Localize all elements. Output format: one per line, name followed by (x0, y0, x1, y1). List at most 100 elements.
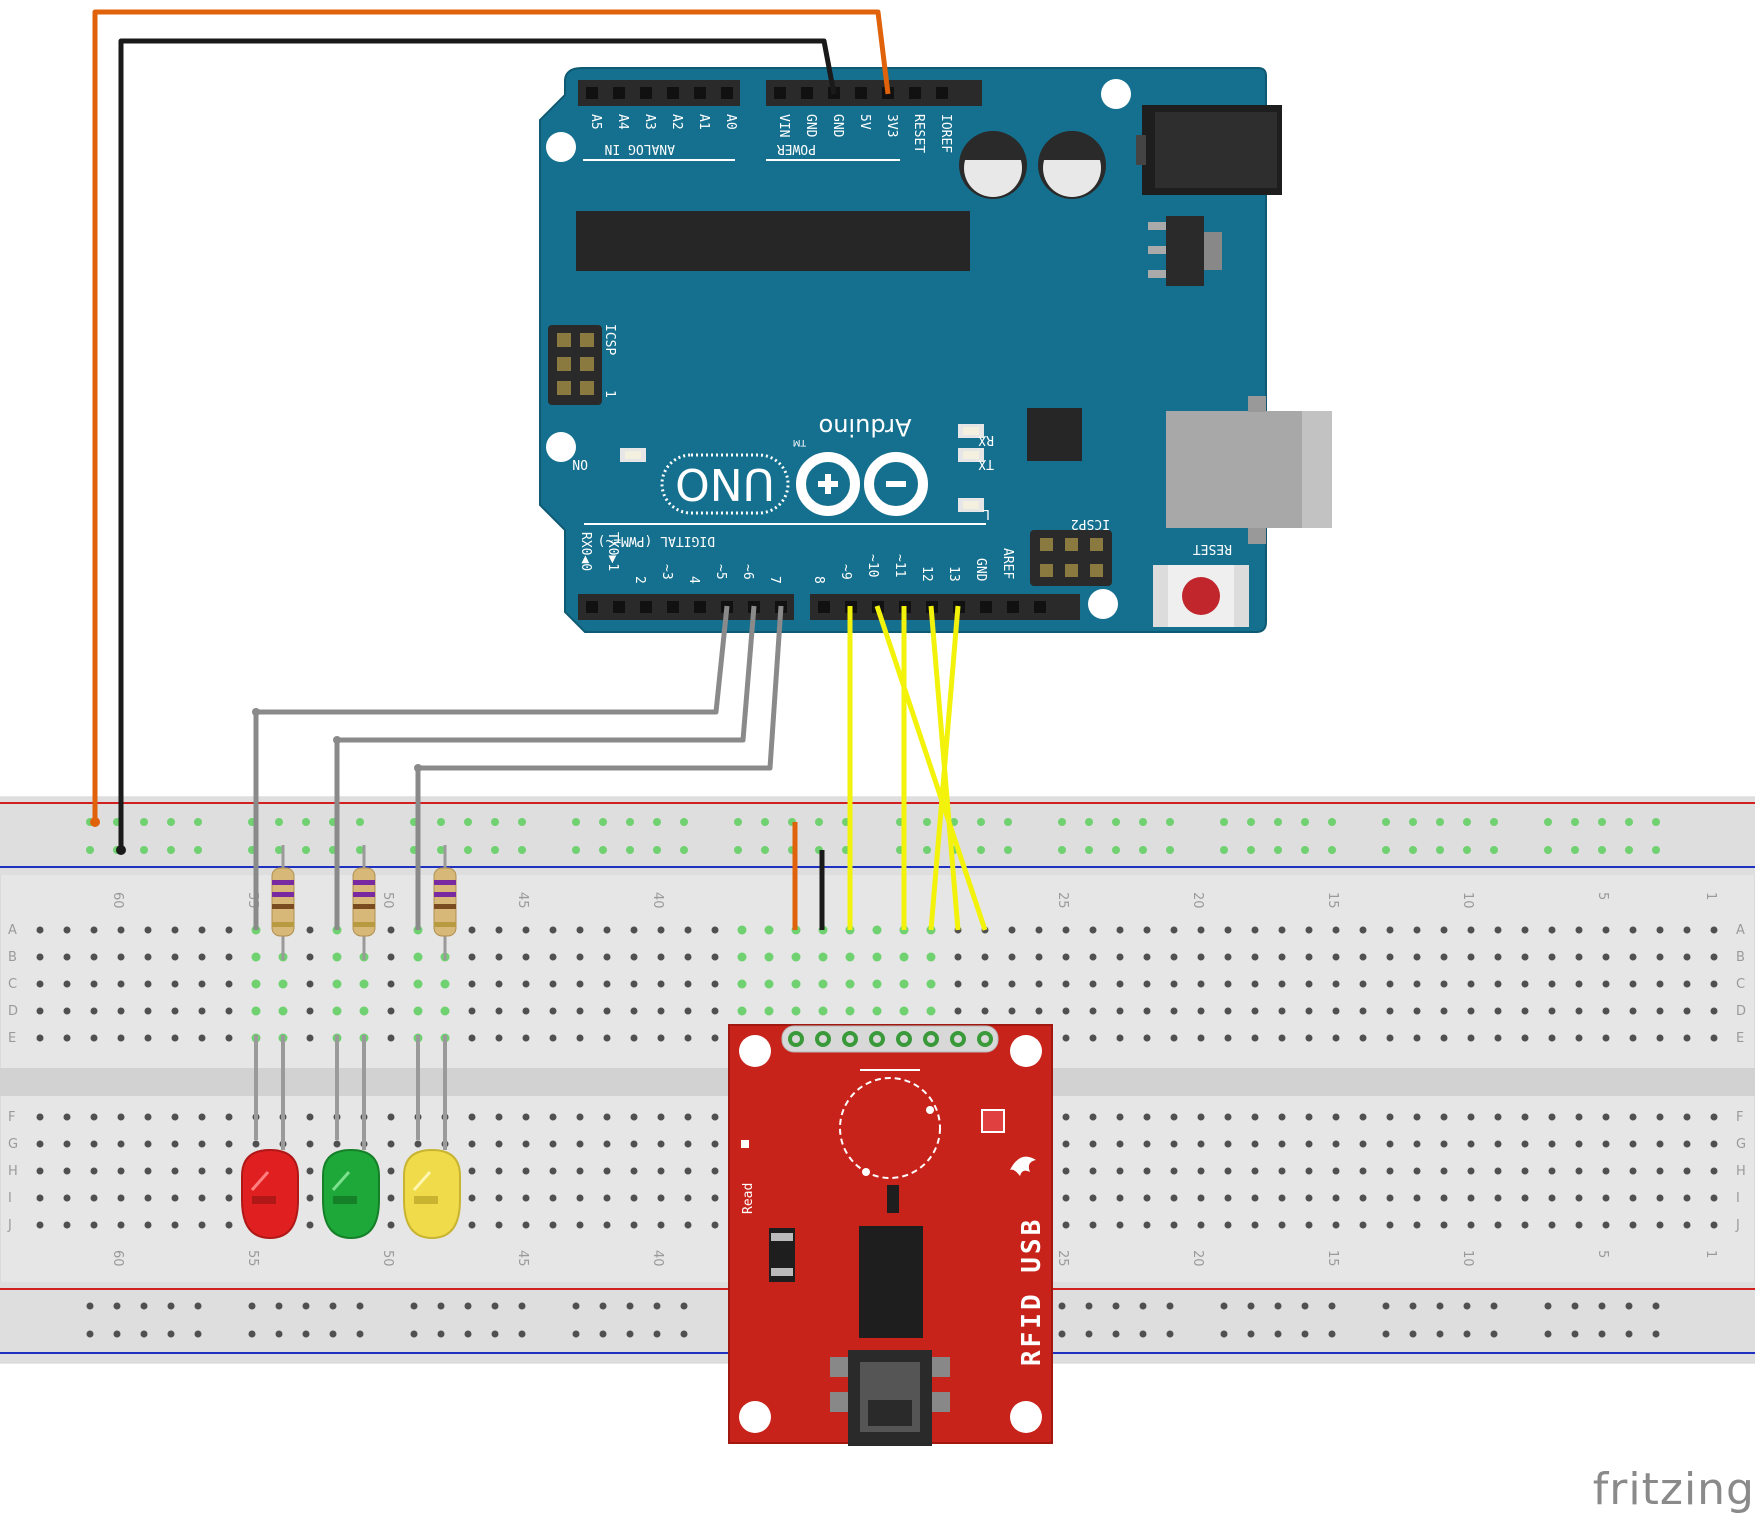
breadboard-hole (495, 1034, 503, 1042)
icsp2-header: ICSP2 (1030, 516, 1112, 586)
breadboard-hole (36, 980, 44, 988)
breadboard-hole (495, 926, 503, 934)
breadboard-hole (1710, 980, 1718, 988)
rail-hole (518, 1302, 526, 1310)
breadboard-hole (387, 926, 395, 934)
pin-label-ioref: IOREF (938, 114, 953, 153)
breadboard-hole (1089, 1034, 1097, 1042)
header-socket (667, 87, 679, 99)
rail-hole (680, 818, 688, 826)
row-label-h-right: H (1736, 1164, 1746, 1179)
rfid-usb-board[interactable]: RFID USB Read (728, 1024, 1053, 1446)
rail-hole (626, 846, 634, 854)
rail-hole (437, 1302, 445, 1310)
breadboard-hole (1548, 1194, 1556, 1202)
breadboard-hole (1332, 926, 1340, 934)
breadboard-hole (630, 1034, 638, 1042)
breadboard-hole (278, 979, 288, 989)
breadboard-hole (1089, 1113, 1097, 1121)
breadboard-hole (1413, 1140, 1421, 1148)
breadboard-hole (764, 952, 774, 962)
breadboard-hole (1710, 953, 1718, 961)
breadboard-hole (1251, 953, 1259, 961)
sparkfun-flame-icon (1010, 1156, 1036, 1176)
breadboard-hole (1629, 1221, 1637, 1229)
breadboard-hole (576, 953, 584, 961)
breadboard-hole (1629, 1167, 1637, 1175)
rail-hole (167, 1302, 175, 1310)
breadboard-hole (36, 1007, 44, 1015)
breadboard-hole (90, 980, 98, 988)
breadboard-hole (764, 979, 774, 989)
rail-hole (1409, 1302, 1417, 1310)
rail-hole (1220, 1330, 1228, 1338)
breadboard-hole (90, 1007, 98, 1015)
breadboard-hole (306, 1113, 314, 1121)
breadboard-hole (468, 1167, 476, 1175)
rail-hole (302, 846, 310, 854)
breadboard-hole (1062, 1221, 1070, 1229)
breadboard-hole (1170, 953, 1178, 961)
rfid-header-pin-hole (846, 1035, 854, 1043)
breadboard-hole (1494, 1007, 1502, 1015)
breadboard-hole (1143, 1034, 1151, 1042)
breadboard-hole (306, 926, 314, 934)
breadboard-hole (225, 1140, 233, 1148)
digital-header-label: DIGITAL (PWM=~) (598, 533, 715, 548)
breadboard-hole (117, 1140, 125, 1148)
breadboard-hole (1629, 1034, 1637, 1042)
rail-hole (491, 1302, 499, 1310)
breadboard-hole (90, 1034, 98, 1042)
breadboard-hole (171, 953, 179, 961)
breadboard-hole (522, 1113, 530, 1121)
header-socket (774, 87, 786, 99)
breadboard-hole (1116, 1113, 1124, 1121)
breadboard-hole (1548, 953, 1556, 961)
breadboard-hole (576, 1140, 584, 1148)
breadboard-hole (1062, 953, 1070, 961)
row-label-h-left: H (8, 1164, 18, 1179)
resistor (352, 845, 376, 960)
breadboard-hole (522, 1167, 530, 1175)
breadboard-hole (1656, 1034, 1664, 1042)
breadboard-hole (818, 979, 828, 989)
pin-label-d3: ~3 (659, 564, 674, 580)
breadboard-hole (1035, 953, 1043, 961)
rail-hole (1625, 818, 1633, 826)
mounting-hole (1101, 79, 1131, 109)
breadboard-hole (1710, 926, 1718, 934)
breadboard-hole (522, 926, 530, 934)
header-socket (801, 87, 813, 99)
breadboard-hole (630, 1194, 638, 1202)
arduino-uno-board[interactable]: A5 A4 A3 A2 A1 A0 ANALOG IN VIN GND GND … (539, 67, 1332, 633)
breadboard-hole (684, 926, 692, 934)
breadboard-hole (1305, 1034, 1313, 1042)
rail-hole (1274, 1302, 1282, 1310)
col-num-40-top: 40 (650, 892, 665, 909)
reset-button[interactable]: RESET (1153, 541, 1249, 627)
rail-hole (1625, 1330, 1633, 1338)
breadboard-hole (872, 952, 882, 962)
row-label-e-right: E (1736, 1031, 1744, 1046)
breadboard-hole (1683, 1007, 1691, 1015)
voltage-regulator (1148, 216, 1222, 286)
breadboard-hole (1494, 1221, 1502, 1229)
rail-hole (1409, 818, 1417, 826)
breadboard-hole (845, 952, 855, 962)
breadboard-hole (576, 1194, 584, 1202)
breadboard-hole (711, 1140, 719, 1148)
power-header (766, 80, 982, 106)
wire-end (333, 736, 341, 744)
rail-hole (356, 1302, 364, 1310)
breadboard-hole (1008, 980, 1016, 988)
breadboard-hole (225, 1194, 233, 1202)
breadboard-hole (1440, 953, 1448, 961)
pin-label-3v3: 3V3 (884, 114, 899, 137)
breadboard-hole (1494, 1194, 1502, 1202)
rfid-wire-pin10 (874, 605, 988, 931)
breadboard-hole (387, 1034, 395, 1042)
pin-label-d9: ~9 (838, 564, 853, 580)
breadboard-hole (1602, 1167, 1610, 1175)
breadboard-hole (1656, 1194, 1664, 1202)
breadboard-hole (1386, 1221, 1394, 1229)
